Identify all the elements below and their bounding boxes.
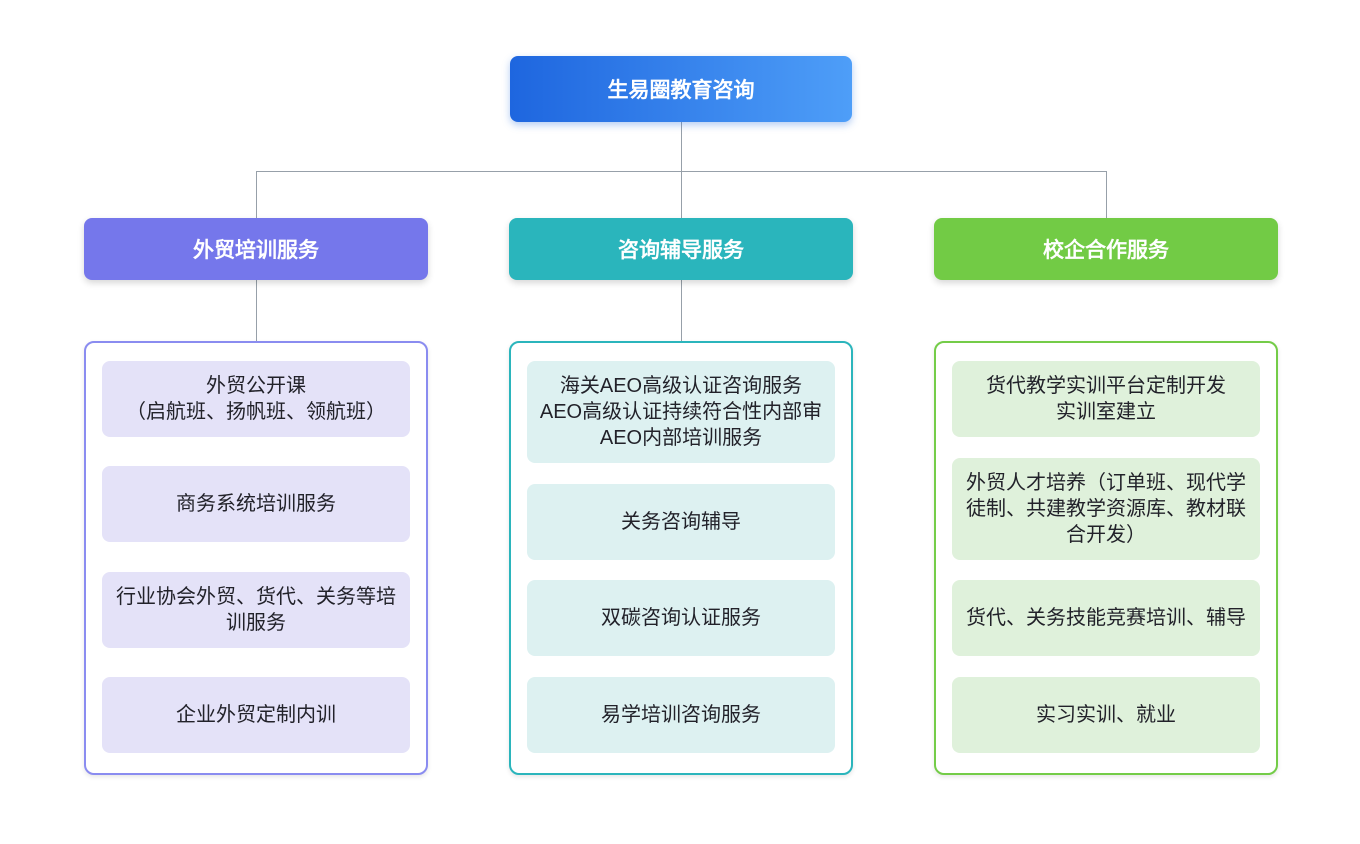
service-item: 外贸公开课 （启航班、扬帆班、领航班）: [102, 361, 410, 437]
root-node-label: 生易圈教育咨询: [607, 79, 755, 102]
connector-drop-consulting: [681, 171, 682, 218]
root-node: 生易圈教育咨询: [510, 56, 852, 122]
service-item: 易学培训咨询服务: [527, 676, 835, 753]
service-item: 双碳咨询认证服务: [527, 580, 835, 657]
service-item: 外贸人才培养（订单班、现代学徒制、共建教学资源库、教材联合开发）: [952, 457, 1260, 560]
connector-drop-trade-training: [256, 171, 257, 218]
branch-header-school-enterprise: 校企合作服务: [934, 218, 1278, 280]
branch-group-consulting: 海关AEO高级认证咨询服务 AEO高级认证持续符合性内部审 AEO内部培训服务 …: [509, 341, 853, 775]
branch-group-trade-training: 外贸公开课 （启航班、扬帆班、领航班） 商务系统培训服务 行业协会外贸、货代、关…: [84, 341, 428, 775]
branch-header-label: 咨询辅导服务: [618, 239, 744, 262]
service-item: 商务系统培训服务: [102, 466, 410, 543]
connector-trade-training-group: [256, 280, 257, 341]
service-item: 行业协会外贸、货代、关务等培训服务: [102, 571, 410, 648]
connector-root-stem: [681, 122, 682, 171]
branch-header-label: 外贸培训服务: [193, 239, 319, 262]
service-item: 实习实训、就业: [952, 676, 1260, 753]
service-item: 企业外贸定制内训: [102, 676, 410, 753]
branch-header-consulting: 咨询辅导服务: [509, 218, 853, 280]
connector-drop-school-enterprise: [1106, 171, 1107, 218]
branch-header-trade-training: 外贸培训服务: [84, 218, 428, 280]
connector-consulting-group: [681, 280, 682, 341]
service-item: 海关AEO高级认证咨询服务 AEO高级认证持续符合性内部审 AEO内部培训服务: [527, 361, 835, 463]
branch-header-label: 校企合作服务: [1043, 239, 1169, 262]
service-item: 关务咨询辅导: [527, 483, 835, 560]
service-item: 货代、关务技能竞赛培训、辅导: [952, 580, 1260, 657]
branch-group-school-enterprise: 货代教学实训平台定制开发 实训室建立 外贸人才培养（订单班、现代学徒制、共建教学…: [934, 341, 1278, 775]
service-item: 货代教学实训平台定制开发 实训室建立: [952, 361, 1260, 437]
